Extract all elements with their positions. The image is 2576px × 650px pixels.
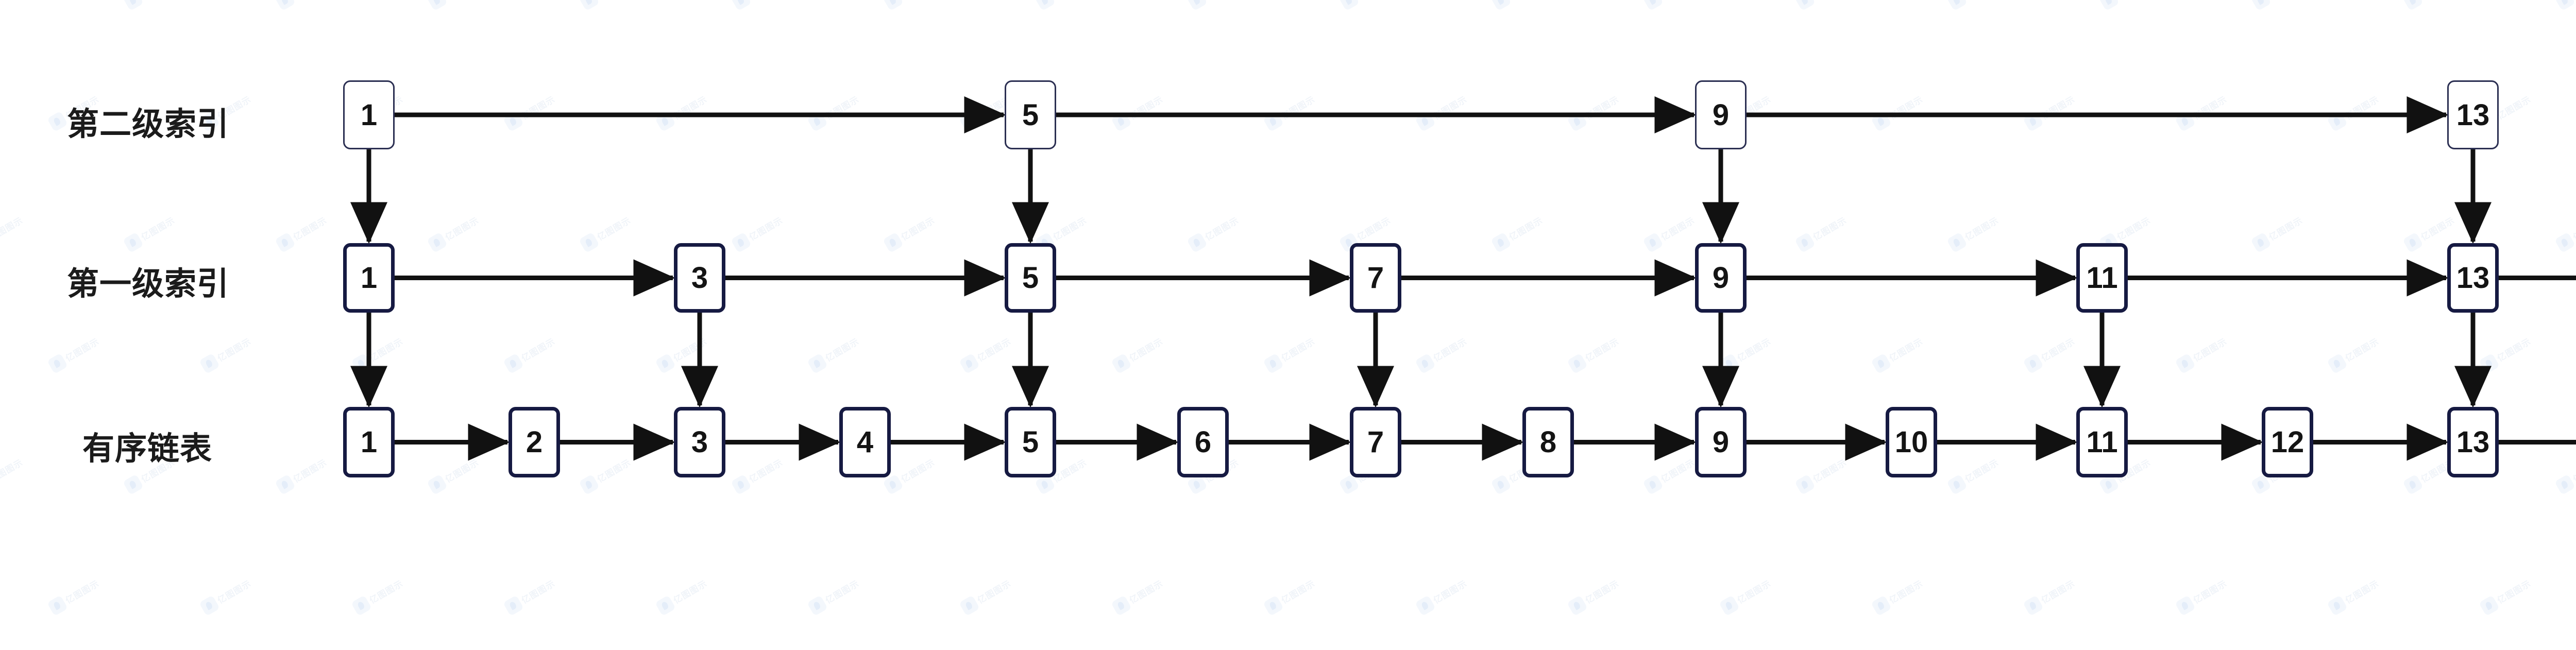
node-level1-11[interactable]: 11 bbox=[2076, 243, 2128, 313]
row-label-level0: 有序链表 bbox=[82, 431, 213, 467]
node-level0-3[interactable]: 3 bbox=[674, 407, 725, 477]
node-level0-12[interactable]: 12 bbox=[2262, 407, 2313, 477]
node-level0-4[interactable]: 4 bbox=[839, 407, 891, 477]
node-level1-7[interactable]: 7 bbox=[1350, 243, 1401, 313]
node-level1-9[interactable]: 9 bbox=[1695, 243, 1747, 313]
node-level1-5[interactable]: 5 bbox=[1005, 243, 1056, 313]
node-level0-8[interactable]: 8 bbox=[1522, 407, 1574, 477]
row-label-level2: 第二级索引 bbox=[67, 107, 230, 142]
node-level2-5[interactable]: 5 bbox=[1005, 80, 1056, 149]
row-label-level1: 第一级索引 bbox=[67, 266, 230, 302]
node-level2-13[interactable]: 13 bbox=[2447, 80, 2499, 149]
node-level1-13[interactable]: 13 bbox=[2447, 243, 2499, 313]
node-level1-3[interactable]: 3 bbox=[674, 243, 725, 313]
node-level0-9[interactable]: 9 bbox=[1695, 407, 1747, 477]
node-level0-2[interactable]: 2 bbox=[509, 407, 560, 477]
node-level2-9[interactable]: 9 bbox=[1695, 80, 1747, 149]
node-level0-10[interactable]: 10 bbox=[1886, 407, 1937, 477]
node-level0-6[interactable]: 6 bbox=[1177, 407, 1229, 477]
node-level0-5[interactable]: 5 bbox=[1005, 407, 1056, 477]
node-level2-1[interactable]: 1 bbox=[343, 80, 395, 149]
node-level1-1[interactable]: 1 bbox=[343, 243, 395, 313]
node-level0-7[interactable]: 7 bbox=[1350, 407, 1401, 477]
node-level0-13[interactable]: 13 bbox=[2447, 407, 2499, 477]
node-level0-11[interactable]: 11 bbox=[2076, 407, 2128, 477]
node-level0-1[interactable]: 1 bbox=[343, 407, 395, 477]
